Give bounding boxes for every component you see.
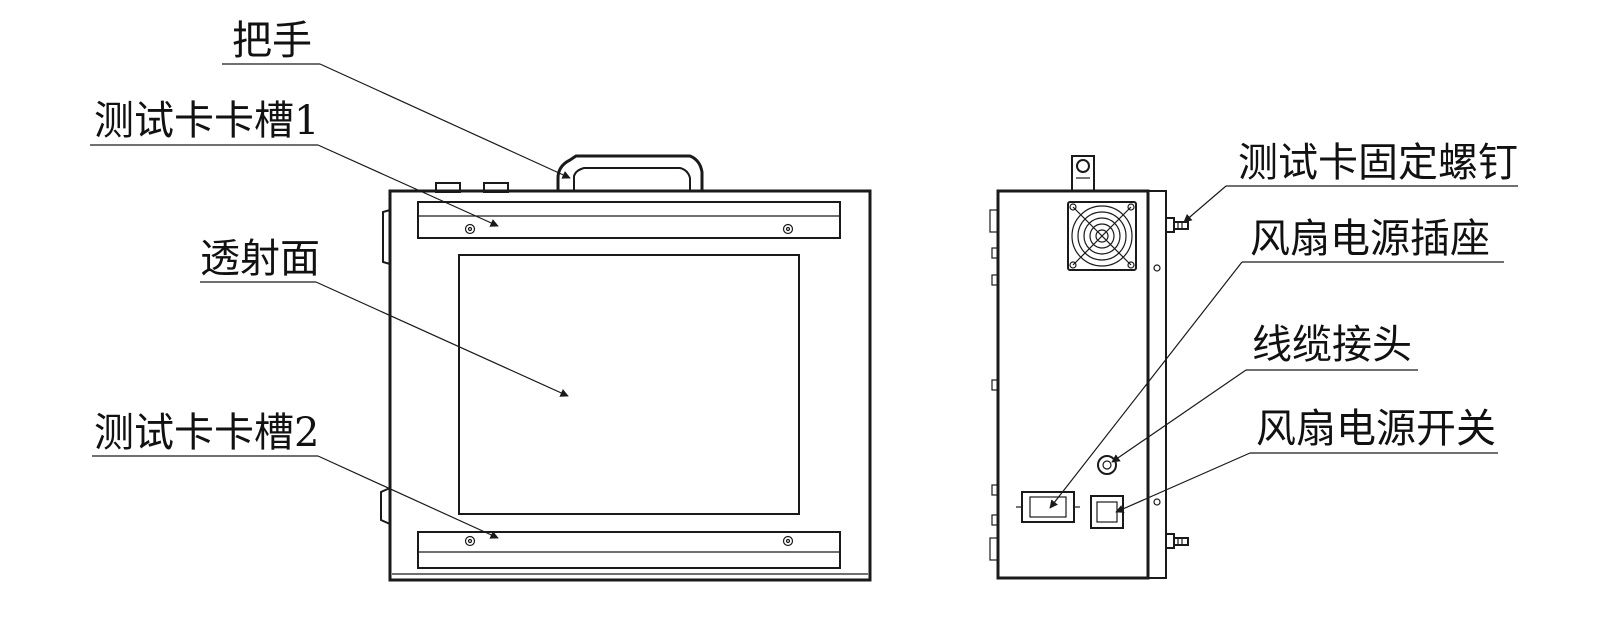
callout-fan-power-socket: 风扇电源插座 [1049,216,1504,509]
callout-fan-power-switch: 风扇电源开关 [1115,406,1498,513]
fan-power-switch-shape [1090,495,1124,529]
callout-card-slot-2-label: 测试卡卡槽2 [94,410,319,456]
card-fixing-screw-bottom [1165,533,1189,549]
callout-card-slot-2: 测试卡卡槽2 [92,410,499,539]
front-body [388,189,872,582]
callout-fan-power-socket-label: 风扇电源插座 [1250,216,1490,262]
callout-transmission-surface-label: 透射面 [200,236,320,282]
fan-power-socket-shape [1016,491,1080,523]
side-left-tabs [989,209,999,561]
left-side-latch-bottom [380,487,391,525]
side-handle [1071,155,1095,191]
callout-handle: 把手 [222,18,571,179]
cable-connector-shape [1097,455,1117,475]
transmission-surface-panel [458,254,800,515]
side-view [989,155,1189,580]
callout-handle-label: 把手 [232,18,312,64]
callout-card-slot-1-label: 测试卡卡槽1 [94,98,319,144]
side-front-plate [1147,190,1167,579]
callout-cable-connector: 线缆接头 [1111,322,1418,463]
callout-card-slot-1: 测试卡卡槽1 [90,98,499,227]
callout-fan-power-switch-label: 风扇电源开关 [1256,406,1496,452]
handle-shape [556,154,704,191]
fan-grille [1067,201,1137,271]
callout-card-fixing-screw: 测试卡固定螺钉 [1183,140,1518,223]
card-fixing-screw-top [1165,217,1189,233]
callout-cable-connector-label: 线缆接头 [1252,322,1412,368]
card-slot-1-rail [417,201,841,239]
card-slot-2-rail [417,531,841,569]
callout-card-fixing-screw-label: 测试卡固定螺钉 [1238,140,1518,186]
front-view [380,154,872,582]
callout-transmission-surface: 透射面 [200,236,569,397]
left-side-latch-top [382,209,391,265]
